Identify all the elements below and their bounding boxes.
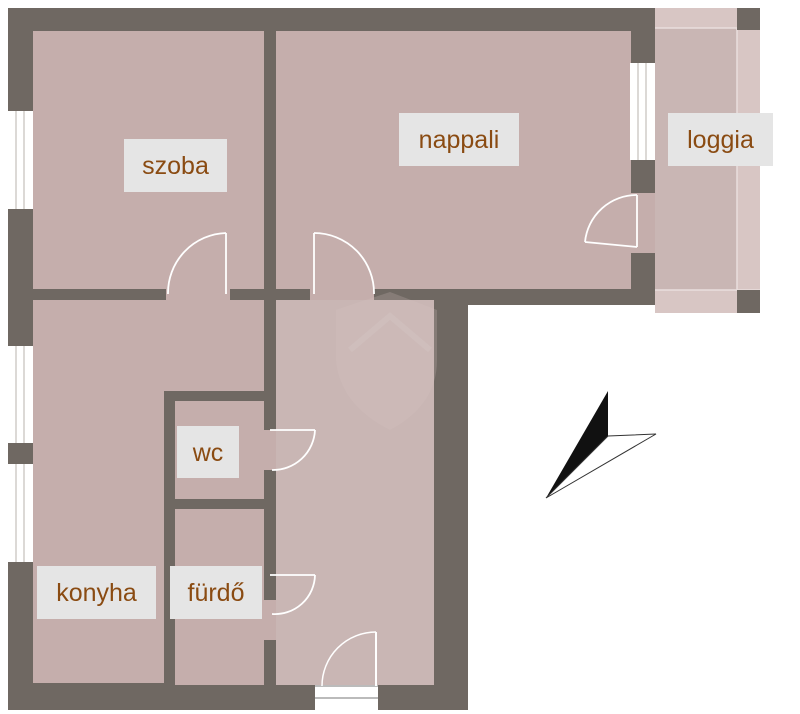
label-furdo-text: fürdő xyxy=(188,579,245,607)
corridor-floor xyxy=(276,300,434,685)
interior-walls xyxy=(30,29,464,686)
windows xyxy=(8,63,655,562)
entrance-door[interactable] xyxy=(315,631,378,699)
label-loggia-text: loggia xyxy=(687,126,754,154)
label-loggia: loggia xyxy=(668,113,773,166)
window-konyha-upper xyxy=(8,346,33,443)
label-wc: wc xyxy=(177,426,239,478)
label-szoba-text: szoba xyxy=(142,152,209,180)
label-nappali: nappali xyxy=(399,113,519,166)
door-swings xyxy=(167,194,638,615)
compass-icon xyxy=(545,391,657,499)
window-nappali xyxy=(630,63,655,160)
window-konyha-lower xyxy=(8,464,33,562)
label-nappali-text: nappali xyxy=(419,126,500,154)
label-furdo: fürdő xyxy=(170,566,262,619)
label-konyha: konyha xyxy=(37,566,156,619)
label-szoba: szoba xyxy=(124,139,227,192)
window-szoba xyxy=(8,111,33,209)
watermark-logo xyxy=(336,292,437,430)
label-wc-text: wc xyxy=(192,439,224,467)
label-konyha-text: konyha xyxy=(56,579,137,607)
room-labels: szoba nappali loggia wc konyha fürdő xyxy=(37,113,773,619)
